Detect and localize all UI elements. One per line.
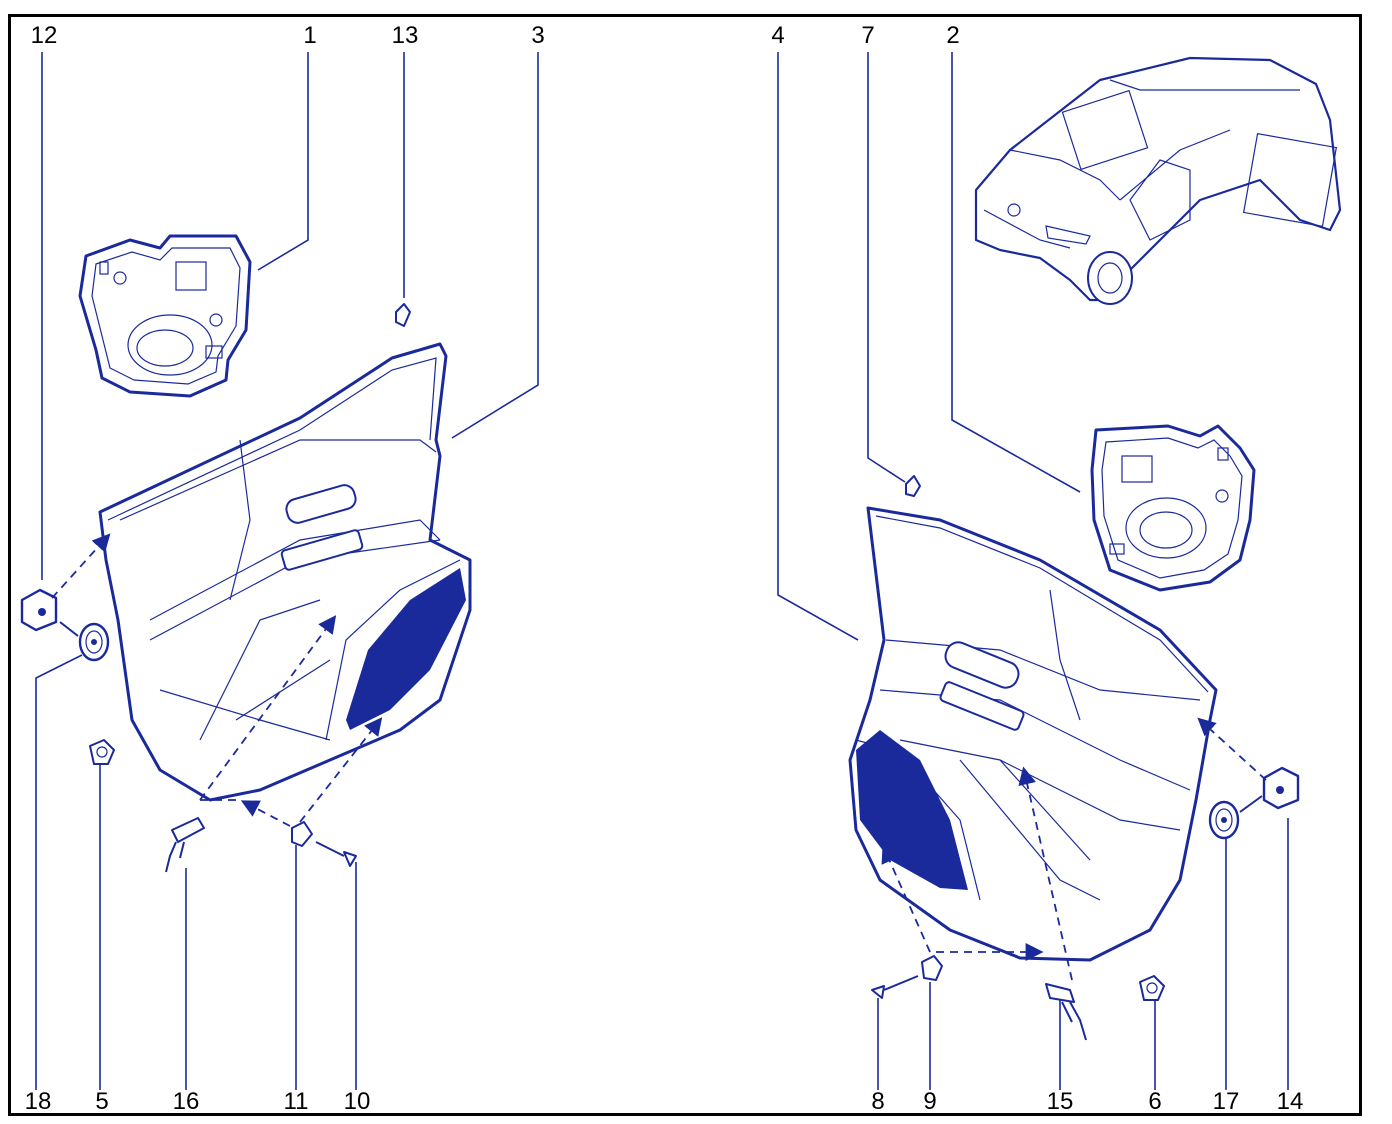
- callout-17: 17: [1212, 1088, 1240, 1115]
- callout-1: 1: [303, 22, 317, 49]
- callout-15: 15: [1046, 1088, 1074, 1115]
- pull-cup-15: [1045, 983, 1087, 1041]
- door-bracket-left: [78, 234, 252, 398]
- grommet-6: [1139, 975, 1165, 1001]
- leader-lines: [35, 52, 1289, 1090]
- door-trim-panel-left: [98, 342, 472, 802]
- module-14: [1262, 766, 1300, 810]
- callout-5: 5: [95, 1088, 109, 1115]
- module-12: [20, 588, 58, 632]
- screw-cap-11: [291, 821, 313, 847]
- callout-3: 3: [531, 22, 545, 49]
- screw-cap-9: [921, 955, 943, 981]
- callout-4: 4: [771, 22, 785, 49]
- callout-18: 18: [24, 1088, 52, 1115]
- callout-13: 13: [391, 22, 419, 49]
- speaker-18: [59, 621, 110, 662]
- callout-14: 14: [1276, 1088, 1304, 1115]
- screw-10: [315, 841, 357, 867]
- callout-7: 7: [861, 22, 875, 49]
- pull-cup-16: [165, 817, 205, 873]
- speaker-17: [1208, 795, 1263, 840]
- screw-8: [871, 975, 919, 999]
- callout-12: 12: [30, 22, 58, 49]
- callout-2: 2: [946, 22, 960, 49]
- grommet-5: [89, 739, 115, 765]
- assembly-lines-right: [881, 717, 1267, 981]
- diagram-frame: [8, 14, 1362, 1116]
- callout-11: 11: [283, 1088, 309, 1115]
- callout-16: 16: [172, 1088, 200, 1115]
- callout-10: 10: [343, 1088, 371, 1115]
- assembly-lines-left: [51, 533, 383, 827]
- door-bracket-right: [1090, 424, 1256, 592]
- callout-8: 8: [871, 1088, 885, 1115]
- clip-13: [395, 303, 411, 327]
- callout-6: 6: [1148, 1088, 1162, 1115]
- clip-7: [905, 475, 921, 497]
- callout-9: 9: [923, 1088, 937, 1115]
- car-illustration: [974, 56, 1342, 305]
